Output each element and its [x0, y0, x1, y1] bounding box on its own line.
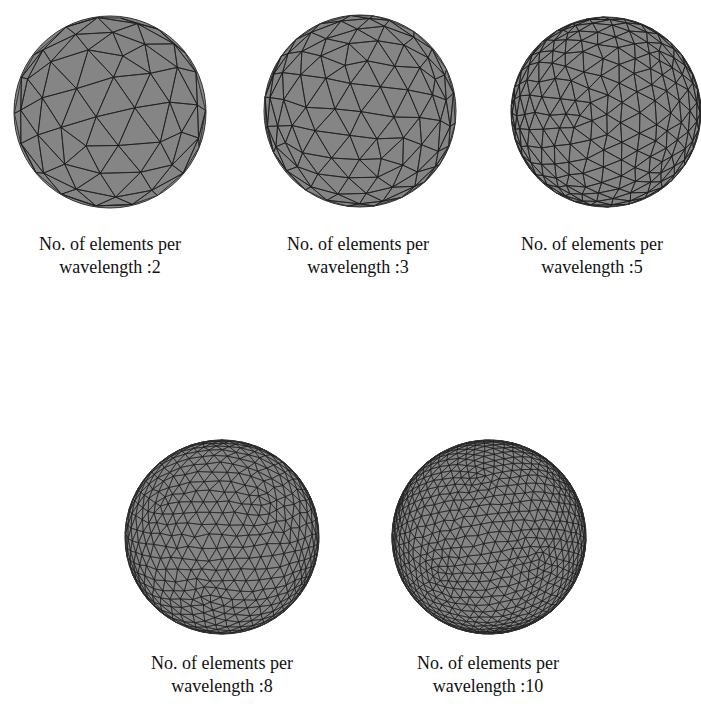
caption: No. of elements per wavelength :8 [117, 652, 327, 698]
mesh-lines [511, 17, 700, 207]
mesh-lines [125, 440, 319, 634]
sphere-surface [14, 16, 206, 208]
mesh-sphere [511, 17, 701, 207]
sphere-surface [392, 440, 586, 634]
caption: No. of elements per wavelength :3 [253, 233, 463, 279]
sphere-outline [392, 440, 586, 634]
caption: No. of elements per wavelength :10 [383, 652, 593, 698]
mesh-sphere [14, 16, 206, 208]
mesh-sphere [264, 15, 456, 207]
mesh-sphere [392, 440, 586, 634]
sphere-outline [511, 17, 701, 207]
caption: No. of elements per wavelength :5 [487, 233, 697, 279]
sphere-outline [264, 15, 456, 207]
sphere-surface [264, 15, 456, 207]
sphere-surface [511, 17, 701, 207]
sphere-outline [125, 440, 319, 634]
mesh-sphere [125, 440, 319, 634]
mesh-lines [392, 440, 586, 634]
mesh-lines [265, 16, 455, 207]
sphere-outline [14, 16, 206, 208]
mesh-lines [14, 18, 205, 206]
caption: No. of elements per wavelength :2 [5, 233, 215, 279]
sphere-surface [125, 440, 319, 634]
